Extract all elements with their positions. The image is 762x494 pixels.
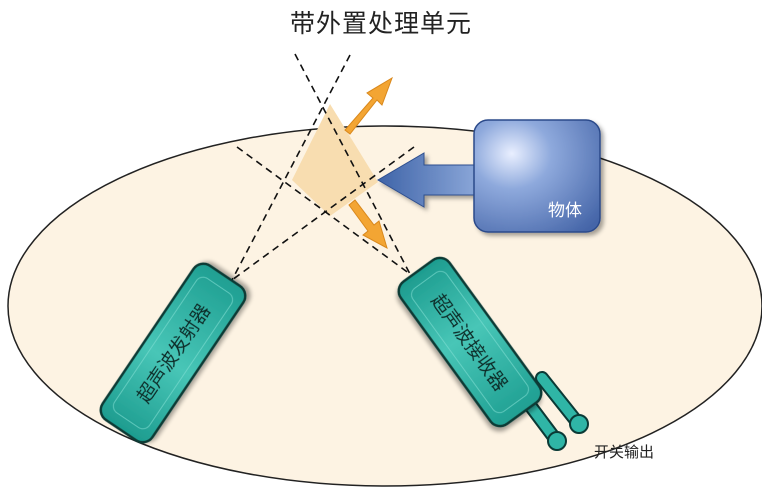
receiver-body <box>397 256 543 428</box>
output-pin-end <box>547 431 567 451</box>
orange-arrow-icon <box>348 199 388 250</box>
beam-lines <box>231 53 415 281</box>
blue-arrow-icon <box>377 152 477 208</box>
beam-line <box>294 53 411 275</box>
beam-line <box>231 146 415 281</box>
orange-arrow-down <box>348 199 388 250</box>
detection-zone <box>292 104 378 216</box>
object-box <box>473 119 601 233</box>
receiver-face <box>411 270 529 414</box>
object-label: 物体 <box>548 201 582 221</box>
orange-arrow-up <box>344 76 393 135</box>
switch-output-label: 开关输出 <box>594 443 655 461</box>
object-block: 物体 <box>473 119 601 233</box>
diagram-title: 带外置处理单元 <box>289 9 472 38</box>
output-pin-wire <box>537 373 582 427</box>
orange-arrow-icon <box>344 76 393 135</box>
transmitter-face <box>112 276 234 430</box>
transmitter-body <box>99 262 247 444</box>
output-pin-end <box>569 414 589 434</box>
beam-line <box>231 54 351 281</box>
